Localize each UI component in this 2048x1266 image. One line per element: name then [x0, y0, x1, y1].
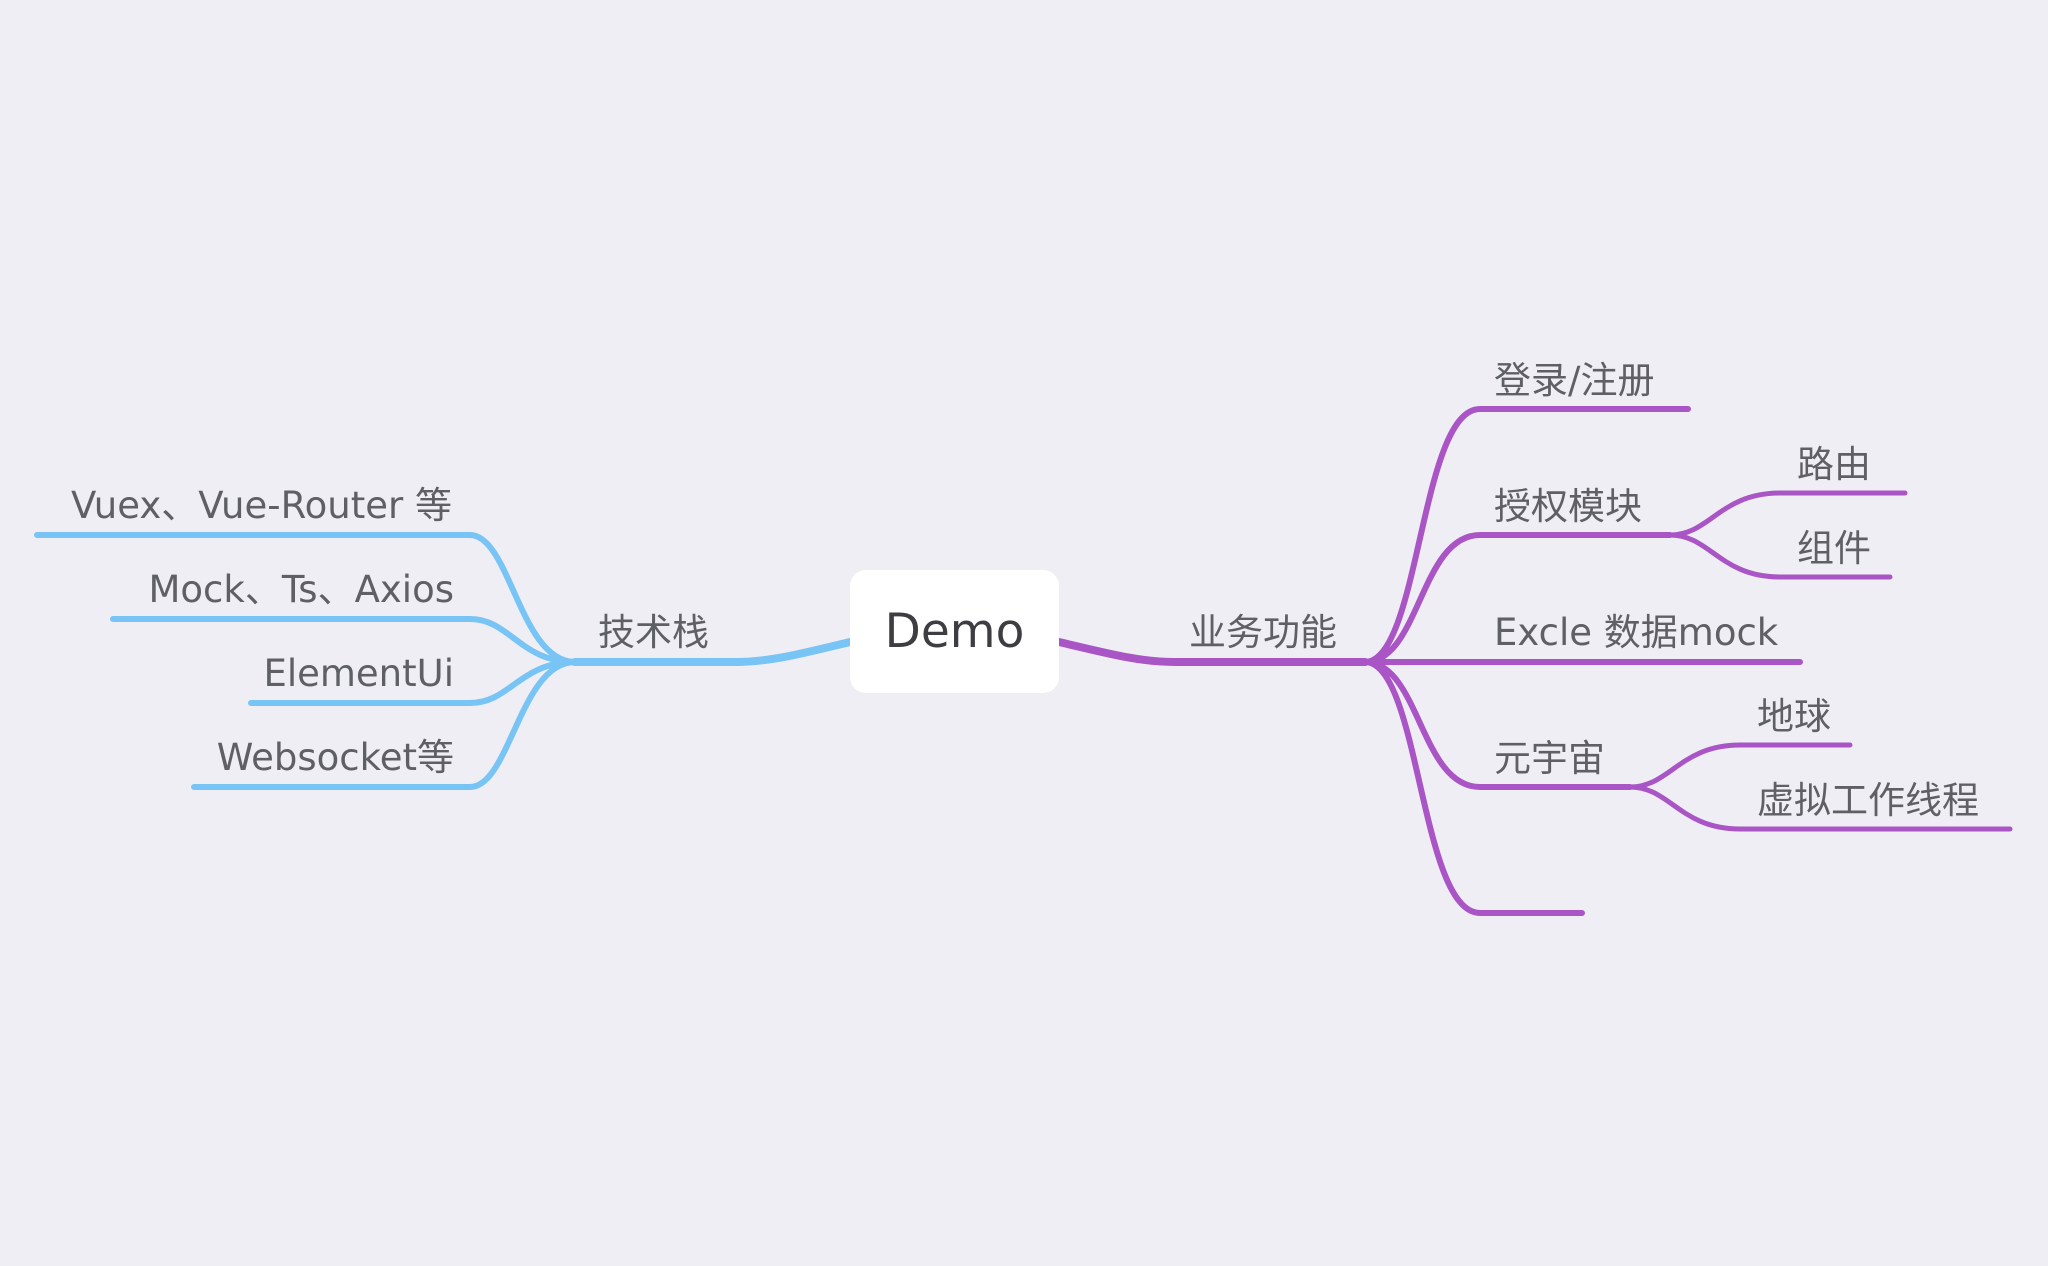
- connector-tech-mock: [110, 616, 578, 665]
- business-node-excle-mock[interactable]: Excle 数据mock: [1494, 611, 1779, 654]
- connector-tech-websocket: [191, 659, 578, 790]
- connector-metaverse-earth: [1627, 742, 1853, 790]
- tech-node-websocket[interactable]: Websocket等: [216, 736, 454, 779]
- tech-node-vuex[interactable]: Vuex、Vue-Router 等: [70, 484, 452, 527]
- connector-auth-route: [1667, 490, 1908, 538]
- auth-node-component[interactable]: 组件: [1797, 527, 1871, 570]
- connector-business-metaverse: [1362, 659, 1633, 790]
- connector-center-to-tech: [571, 638, 854, 666]
- branch-tech-stack[interactable]: 技术栈: [598, 611, 709, 654]
- connector-tech-vuex: [34, 532, 578, 665]
- tech-node-mock[interactable]: Mock、Ts、Axios: [148, 568, 455, 611]
- business-node-auth[interactable]: 授权模块: [1494, 485, 1642, 528]
- connector-business-login: [1362, 406, 1691, 665]
- connector-auth-component: [1667, 532, 1893, 580]
- connector-center-to-business: [1055, 638, 1369, 666]
- center-node[interactable]: Demo: [850, 570, 1059, 693]
- auth-node-route[interactable]: 路由: [1797, 443, 1871, 486]
- business-node-metaverse[interactable]: 元宇宙: [1494, 737, 1605, 780]
- connector-metaverse-virtual-worker: [1627, 784, 2013, 832]
- center-node-label: Demo: [884, 604, 1025, 659]
- tech-node-elementui[interactable]: ElementUi: [263, 652, 454, 695]
- connector-business-empty: [1362, 659, 1585, 916]
- branch-business[interactable]: 业务功能: [1189, 611, 1337, 654]
- metaverse-node-earth[interactable]: 地球: [1757, 695, 1831, 738]
- business-node-login[interactable]: 登录/注册: [1494, 359, 1655, 402]
- metaverse-node-virtual-worker[interactable]: 虚拟工作线程: [1757, 779, 1979, 822]
- connector-business-auth: [1362, 532, 1673, 665]
